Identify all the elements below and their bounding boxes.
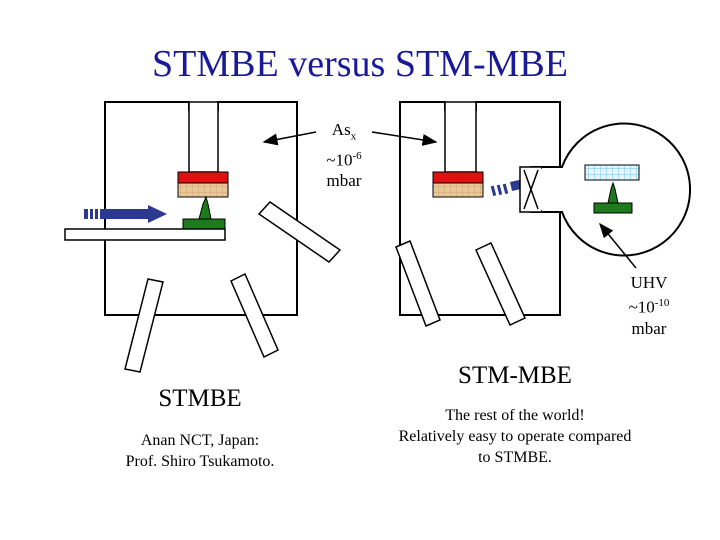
stmbe-arrow-tail-mark — [84, 209, 88, 219]
as-pointer-left — [262, 131, 317, 146]
stm-mbe-chamber — [395, 101, 691, 327]
stmbe-transfer-arrow — [100, 205, 167, 223]
stm-mbe-stm-base — [593, 202, 633, 214]
stm-chamber-sphere — [542, 122, 691, 257]
stm-mbe-heater — [432, 171, 484, 184]
stmbe-heater — [177, 171, 229, 184]
uhv-label: UHV ~10-10 mbar — [628, 273, 670, 338]
slide-title: STMBE versus STM-MBE — [152, 43, 568, 85]
as-flux-label: Asx ~10-6 mbar — [326, 120, 362, 191]
stm-sample-grid — [584, 164, 640, 181]
stmbe-stm-base — [182, 218, 226, 230]
stmbe-sample — [177, 182, 229, 198]
stmbe-port-right — [257, 201, 342, 263]
stm-mbe-stm-tip — [607, 181, 619, 204]
stm-mbe-sample — [432, 182, 484, 198]
stmbe-port-lower-left — [124, 278, 164, 373]
stm-mbe-port-lower-right — [475, 241, 526, 327]
as-pointer-right — [371, 131, 438, 146]
stmbe-stm-tip — [198, 195, 212, 220]
stm-mbe-description: The rest of the world! Relatively easy t… — [398, 407, 632, 466]
stm-mbe-heading: STM-MBE — [458, 362, 572, 389]
stm-mbe-cell-tube — [444, 101, 477, 173]
stmbe-heading: STMBE — [158, 385, 242, 412]
stmbe-cell-tube — [188, 101, 219, 173]
stmbe-description: Anan NCT, Japan: Prof. Shiro Tsukamoto. — [125, 432, 275, 470]
stmbe-port-lower-right — [230, 272, 279, 359]
uhv-pointer — [599, 222, 637, 269]
stmbe-chamber — [64, 101, 342, 373]
stm-mbe-port-lower-left — [395, 240, 441, 327]
stmbe-transfer-rod — [64, 228, 226, 241]
